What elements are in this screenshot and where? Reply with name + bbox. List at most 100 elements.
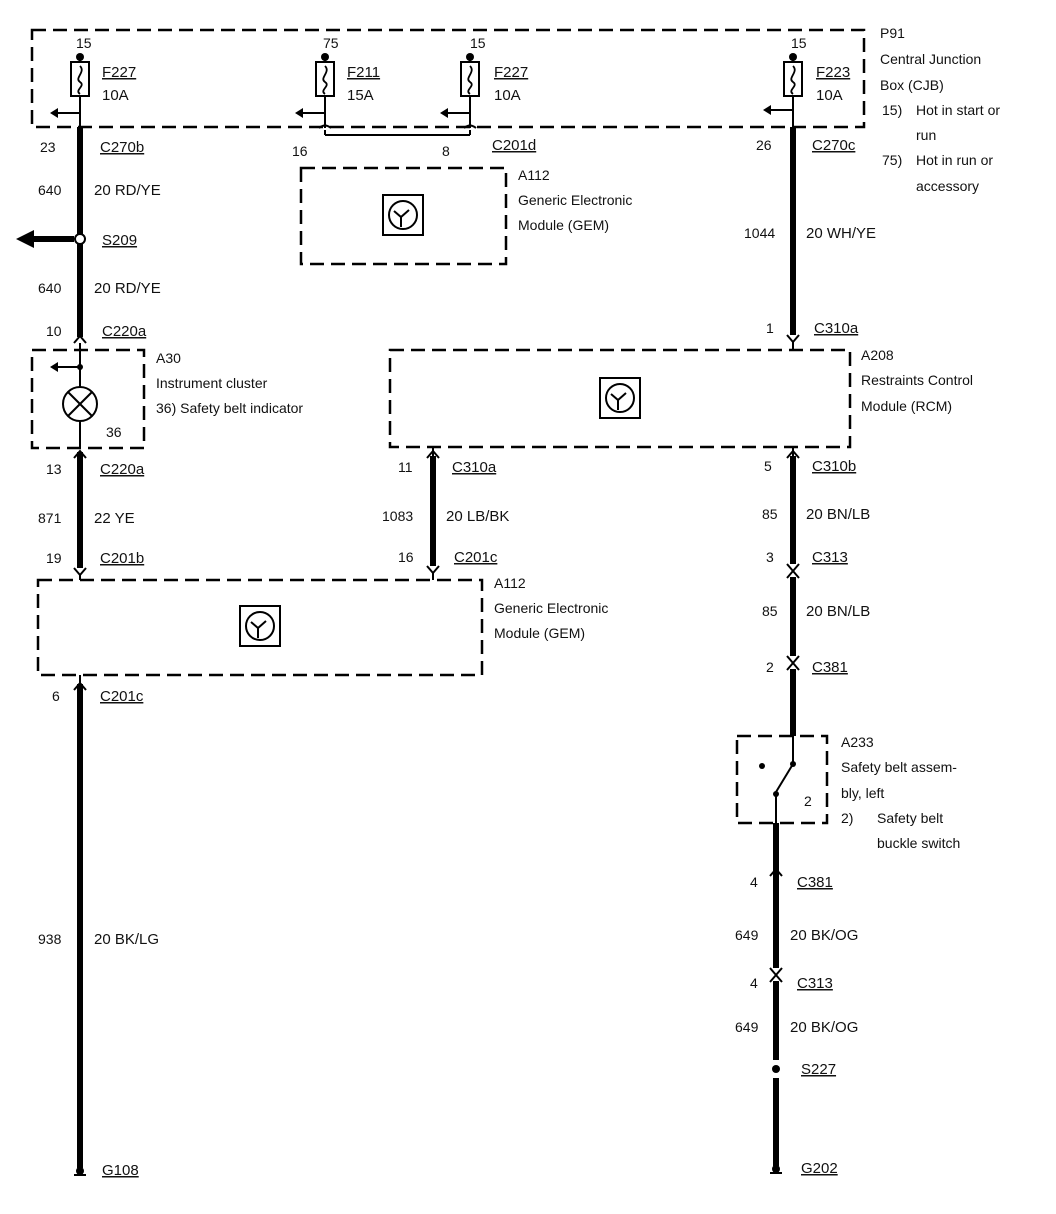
fuse2-rating: 15A	[347, 87, 374, 104]
fuse-f223	[763, 53, 803, 127]
gem-top-connection	[318, 124, 477, 136]
fuse4-circuit: 15	[791, 35, 807, 51]
gem-top-box	[299, 166, 508, 266]
mid-w-circuit: 1083	[382, 508, 413, 524]
r-w3-spec: 20 BN/LB	[806, 603, 870, 620]
gem-top-module-icon	[382, 194, 424, 236]
w4-spec: 20 BK/LG	[94, 931, 159, 948]
c201c-label: C201c	[100, 688, 144, 705]
c313b-label: C313	[797, 975, 833, 992]
cjb-name-line1: Central Junction	[880, 51, 981, 67]
r-c310a-label: C310a	[814, 320, 859, 337]
r-w3-circuit: 85	[762, 603, 778, 619]
cluster-pin: 36	[106, 424, 122, 440]
safety-belt-box	[735, 734, 829, 825]
belt-note-line2: buckle switch	[877, 835, 960, 851]
fuse1-circuit: 15	[76, 35, 92, 51]
c270b-label: C270b	[100, 139, 144, 156]
c220a-in-pin: 10	[46, 323, 62, 339]
c270b-pin: 23	[40, 139, 56, 155]
c381-pin: 2	[766, 659, 774, 675]
fuse3-id: F227	[494, 64, 528, 81]
c220a-out-label: C220a	[100, 461, 145, 478]
c381b-pin: 4	[750, 874, 758, 890]
gem-bottom-id: A112	[494, 575, 526, 591]
cjb-note1-line1: Hot in start or	[916, 102, 1000, 118]
mid-c310a-label: C310a	[452, 459, 497, 476]
w4-circuit: 938	[38, 931, 62, 947]
w3-spec: 22 YE	[94, 510, 135, 527]
rcm-line2: Module (RCM)	[861, 398, 952, 414]
instrument-cluster-box	[30, 348, 146, 450]
c220a-out-pin: 13	[46, 461, 62, 477]
belt-note-line1: Safety belt	[877, 810, 943, 826]
belt-pin: 2	[804, 793, 812, 809]
belt-line2: bly, left	[841, 785, 884, 801]
cjb-note2-line1: Hot in run or	[916, 152, 993, 168]
rcm-box	[388, 348, 852, 449]
w1-circuit: 640	[38, 182, 62, 198]
r-w5-circuit: 649	[735, 1019, 759, 1035]
rcm-id: A208	[861, 347, 894, 363]
belt-id: A233	[841, 734, 874, 750]
gem-top-id: A112	[518, 167, 550, 183]
rcm-module-icon	[599, 377, 641, 419]
c313-pin: 3	[766, 549, 774, 565]
gem-bottom-box	[36, 578, 484, 677]
mid-c310a-pin: 11	[398, 459, 413, 475]
c381-label: C381	[812, 659, 848, 676]
c270c-label: C270c	[812, 137, 856, 154]
fuse3-rating: 10A	[494, 87, 521, 104]
cjb-note1-line2: run	[916, 127, 936, 143]
r-w1-circuit: 1044	[744, 225, 775, 241]
cluster-name: Instrument cluster	[156, 375, 268, 391]
fuse2-id: F211	[347, 64, 380, 81]
instrument-cluster-lamp	[50, 343, 98, 448]
gem-top-pin-a: 16	[292, 143, 308, 159]
gem-bottom-line2: Module (GEM)	[494, 625, 585, 641]
cjb-name-line2: Box (CJB)	[880, 77, 944, 93]
r-w4-spec: 20 BK/OG	[790, 927, 858, 944]
s227-label: S227	[801, 1061, 836, 1078]
cjb-note1-num: 15)	[882, 102, 902, 118]
w3-circuit: 871	[38, 510, 62, 526]
fuse1-rating: 10A	[102, 87, 129, 104]
c381b-label: C381	[797, 874, 833, 891]
c313b-pin: 4	[750, 975, 758, 991]
gem-bottom-line1: Generic Electronic	[494, 600, 608, 616]
gem-top-line2: Module (GEM)	[518, 217, 609, 233]
fuse-f211	[295, 53, 335, 128]
r-w5-spec: 20 BK/OG	[790, 1019, 858, 1036]
c270c-pin: 26	[756, 137, 772, 153]
fuse-f227-left	[50, 53, 90, 127]
c313-label: C313	[812, 549, 848, 566]
c201b-label: C201b	[100, 550, 144, 567]
belt-line1: Safety belt assem-	[841, 759, 957, 775]
cjb-note2-num: 75)	[882, 152, 902, 168]
c220a-in-label: C220a	[102, 323, 147, 340]
mid-c201c-label: C201c	[454, 549, 498, 566]
r-w4-circuit: 649	[735, 927, 759, 943]
splice-s209	[16, 230, 86, 248]
fuse2-circuit: 75	[323, 35, 339, 51]
fuse3-circuit: 15	[470, 35, 486, 51]
gem-top-pin-b: 8	[442, 143, 450, 159]
cluster-note: 36) Safety belt indicator	[156, 400, 303, 416]
r-w2-spec: 20 BN/LB	[806, 506, 870, 523]
fuse1-id: F227	[102, 64, 136, 81]
splice-s227-icon	[772, 1065, 780, 1073]
c201c-pin: 6	[52, 688, 60, 704]
c201b-pin: 19	[46, 550, 62, 566]
gem-top-line1: Generic Electronic	[518, 192, 632, 208]
r-w2-circuit: 85	[762, 506, 778, 522]
mid-c201c-pin: 16	[398, 549, 414, 565]
r-c310a-pin: 1	[766, 320, 774, 336]
buckle-switch-icon	[759, 736, 796, 823]
fuse4-id: F223	[816, 64, 850, 81]
cjb-note2-line2: accessory	[916, 178, 979, 194]
w1-spec: 20 RD/YE	[94, 182, 161, 199]
central-junction-box	[30, 28, 866, 129]
rcm-line1: Restraints Control	[861, 372, 973, 388]
cjb-id: P91	[880, 25, 905, 41]
